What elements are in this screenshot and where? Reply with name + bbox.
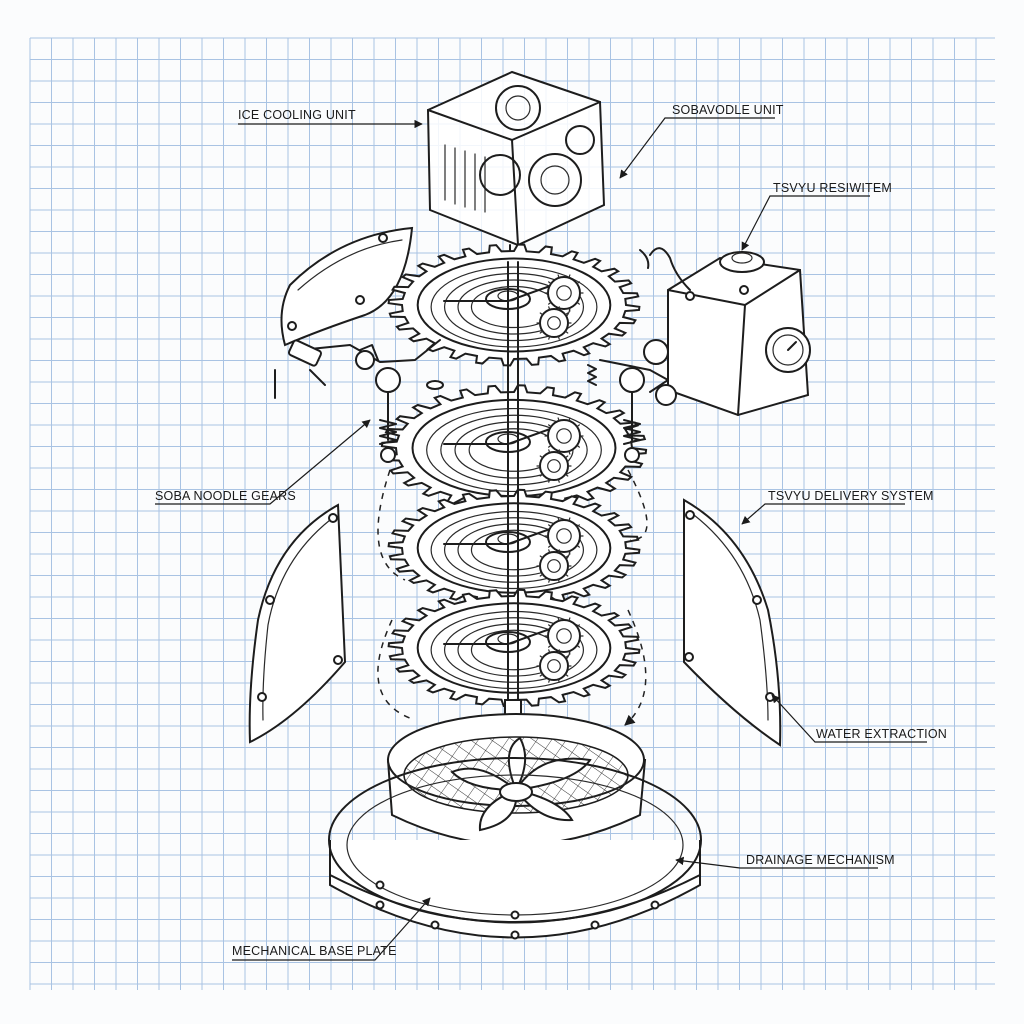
tsuyu-reservoir-box xyxy=(643,247,811,417)
base-plate-bolts xyxy=(375,880,660,940)
leader-lines xyxy=(155,117,927,961)
left-linkage-arm xyxy=(274,339,444,463)
upper-left-curved-panel xyxy=(280,226,414,347)
gear-tier-4 xyxy=(387,588,641,708)
callout-mechanical-base-plate: MECHANICAL BASE PLATE xyxy=(232,944,397,958)
right-dashed-path xyxy=(627,469,648,541)
callout-tsuyu-delivery-system: TSVYU DELIVERY SYSTEM xyxy=(768,489,934,503)
gear-tier-2 xyxy=(380,384,648,512)
gear-tier-1 xyxy=(387,243,641,367)
gear-tier-3 xyxy=(387,488,641,608)
callout-water-extraction: WATER EXTRACTION xyxy=(816,727,947,741)
mechanical-base-plate xyxy=(328,757,702,940)
cube-internal-gears xyxy=(479,85,595,207)
callout-tsuyu-reservoir: TSVYU RESIWITEM xyxy=(773,181,892,195)
lower-right-dashed-path xyxy=(624,609,647,726)
left-dashed-path xyxy=(377,469,406,581)
cube-internal-fins xyxy=(444,144,486,213)
basket-impeller xyxy=(450,736,592,832)
ice-cooling-unit-cube xyxy=(426,70,606,263)
callout-drainage-mechanism: DRAINAGE MECHANISM xyxy=(746,853,895,867)
callout-soba-noodle-unit: SOBAVODLE UNIT xyxy=(672,103,784,117)
callout-soba-noodle-gears: SOBA NOODLE GEARS xyxy=(155,489,296,503)
left-shield-panel xyxy=(248,503,347,744)
callout-ice-cooling-unit: ICE COOLING UNIT xyxy=(238,108,356,122)
soba-noodle-gear-stack xyxy=(380,243,648,708)
right-linkage-arm xyxy=(587,249,669,463)
right-shield-panel xyxy=(683,498,782,747)
